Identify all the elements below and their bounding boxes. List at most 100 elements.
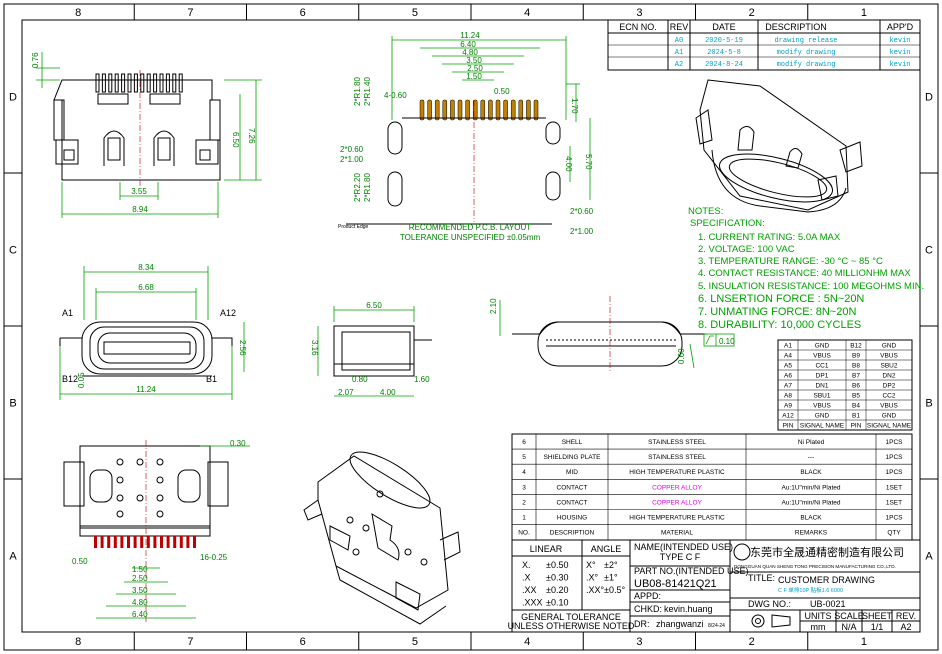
rev-header-ecn: ECN NO. <box>619 22 657 32</box>
bottom-dot <box>116 476 124 484</box>
pin-cell: B7 <box>852 373 860 380</box>
scale-label: SCALE <box>834 611 864 621</box>
front-view: 8.34 6.68 2.56 11.24 0.05 A1 A12 B12 B1 <box>59 263 247 400</box>
dim-6-50: 6.50 <box>231 132 240 148</box>
grid-row-left-D: D <box>9 92 17 104</box>
bom-cell: 6 <box>522 439 526 446</box>
label-b1: B1 <box>206 374 217 384</box>
isometric-view-bottom <box>303 451 461 625</box>
bom-cell: 1PCS <box>886 515 904 522</box>
rev-row-2-date: 2024-8-24 <box>705 61 743 69</box>
bom-cell: 1SET <box>886 484 902 491</box>
dim-4-80-pcb: 4.80 <box>462 48 478 57</box>
bottom-dot <box>116 458 124 466</box>
bottom-dot <box>116 494 124 502</box>
tol-angle-value: ±2° <box>604 560 618 570</box>
pin-cell: SBU2 <box>881 363 898 370</box>
notes-subheading: SPECIFICATION: <box>690 218 765 229</box>
top-pin <box>95 73 100 93</box>
top-pin <box>140 73 145 93</box>
general-tolerance-1: GENERAL TOLERANCE <box>521 612 621 622</box>
pcb-pad <box>518 99 524 121</box>
tol-place: .XX <box>522 585 537 595</box>
tol-linear-value: ±0.20 <box>546 585 568 595</box>
title-sub: C F 单排10P 贴板1.6 6000 <box>778 586 843 594</box>
bom-cell: --- <box>808 454 815 461</box>
dr-date: 8/24-24 <box>708 623 725 629</box>
bom-cell: Au:1U"min/Ni Plated <box>781 484 840 491</box>
bom-cell: CONTACT <box>557 499 588 506</box>
bom-cell: Ni Plated <box>798 439 825 446</box>
notes-heading: NOTES: <box>688 206 723 217</box>
pcb-pad <box>419 99 425 121</box>
bottom-view-dots <box>116 458 164 518</box>
bom-header: REMARKS <box>795 530 828 537</box>
rev-value: A2 <box>900 622 911 632</box>
bom-cell: 1 <box>522 515 526 522</box>
pin-header: SIGNAL NAME <box>800 423 845 430</box>
pin-cell: SBU1 <box>814 393 831 400</box>
pin-cell: GND <box>815 413 830 420</box>
pin-cell: A7 <box>784 383 792 390</box>
pcb-pad <box>510 99 516 121</box>
isometric-view-top <box>695 79 863 213</box>
pin-cell: VBUS <box>813 353 831 360</box>
pin-cell: B1 <box>852 413 860 420</box>
bottom-dot <box>156 494 164 502</box>
top-pin <box>121 73 126 93</box>
dim-2r180b: 2*R1.80 <box>363 173 372 202</box>
bom-cell: STAINLESS STEEL <box>648 439 706 446</box>
dim-4-80-bottom: 4.80 <box>132 598 148 607</box>
pin-cell: A5 <box>784 363 792 370</box>
notes: NOTES: SPECIFICATION: 1. CURRENT RATING:… <box>688 206 924 331</box>
note-6: 6. LNSERTION FORCE : 5N~20N <box>698 293 864 305</box>
pin-cell: DP1 <box>816 373 829 380</box>
dim-8-94: 8.94 <box>132 205 148 214</box>
dim-0-76: 0.76 <box>31 52 40 68</box>
pin-cell: DN1 <box>815 383 828 390</box>
part-value: UB08-81421Q21 <box>634 578 717 590</box>
grid-col-top-2: 2 <box>749 7 755 19</box>
grid-row-left-A: A <box>9 551 17 563</box>
rev-header-desc: DESCRIPTION <box>765 22 827 32</box>
label-a1: A1 <box>62 308 73 318</box>
dim-6-40-bottom: 6.40 <box>132 610 148 619</box>
bom-cell: BLACK <box>800 469 822 476</box>
part-label: PART NO.(INTENDED USE) <box>634 566 749 576</box>
dim-2r140: 2*R1.40 <box>363 77 372 106</box>
pin-cell: A9 <box>784 403 792 410</box>
bottom-pin <box>94 536 97 548</box>
units-value: mm <box>811 622 826 632</box>
tol-linear-label: LINEAR <box>530 544 563 554</box>
pin-cell: GND <box>882 343 897 350</box>
bottom-pin <box>127 536 130 548</box>
bom-header: MATERIAL <box>661 530 693 537</box>
chkd-value: kevin.huang <box>664 604 713 614</box>
grid-row-left-B: B <box>9 398 16 410</box>
rev-row-0-date: 2020-5-19 <box>705 37 743 45</box>
dim-3-55: 3.55 <box>131 187 147 196</box>
top-view-body <box>53 79 221 181</box>
dim-0-05: 0.05 <box>77 372 86 388</box>
tol-linear-value: ±0.10 <box>546 598 568 608</box>
grid-col-bottom-8: 8 <box>75 636 81 648</box>
dim-2x100b: 2*1.00 <box>570 227 594 236</box>
grid-row-right-B: B <box>925 398 932 410</box>
pin-cell: GND <box>882 413 897 420</box>
bom-cell: 1PCS <box>886 469 904 476</box>
pcb-pad <box>533 99 539 121</box>
pin-cell: B5 <box>852 393 860 400</box>
bom-cell: 3 <box>522 484 526 491</box>
rev-header-date: DATE <box>712 22 735 32</box>
bottom-dot <box>136 458 144 466</box>
pcb-pad <box>495 99 501 121</box>
rev-row-0-app: kevin <box>889 37 910 45</box>
grid-col-top-4: 4 <box>524 7 530 19</box>
pcb-pad <box>442 99 448 121</box>
general-tolerance-2: UNLESS OTHERWISE NOTED <box>508 621 635 631</box>
note-7: 7. UNMATING FORCE: 8N~20N <box>698 306 856 318</box>
bottom-dot <box>156 476 164 484</box>
rev-row-0-desc: drawing release <box>774 37 837 45</box>
pcb-pad <box>480 99 486 121</box>
